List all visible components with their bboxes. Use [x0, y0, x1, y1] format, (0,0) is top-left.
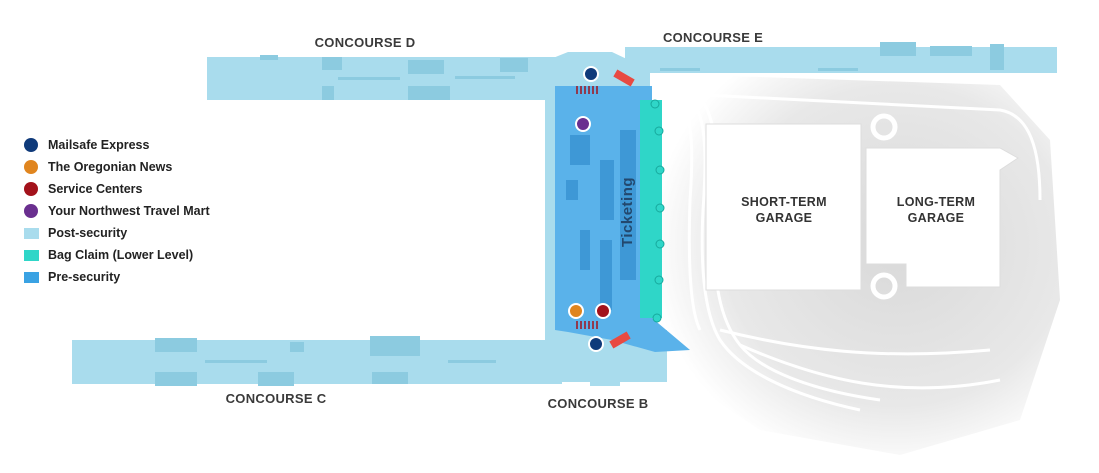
legend-swatch [24, 271, 39, 283]
service-center-marker[interactable] [595, 303, 611, 319]
legend-item[interactable]: Pre-security [24, 266, 210, 288]
concourse-c-label: CONCOURSE C [226, 391, 327, 406]
escalator-north [613, 69, 635, 87]
concourse-c-details [155, 336, 496, 386]
short-term-garage-label: SHORT-TERM [741, 195, 827, 209]
legend-label: Mailsafe Express [48, 138, 150, 152]
concourse-d-label: CONCOURSE D [315, 35, 416, 50]
concourse-e-label: CONCOURSE E [663, 30, 763, 45]
short-term-garage[interactable] [705, 123, 862, 291]
legend-label: The Oregonian News [48, 160, 173, 174]
concourse-d-details [260, 55, 528, 100]
legend-item[interactable]: Service Centers [24, 178, 210, 200]
long-term-garage-label: LONG-TERM [897, 195, 975, 209]
concourse-e-details [660, 42, 1004, 71]
legend-label: Your Northwest Travel Mart [48, 204, 210, 218]
concourse-b-label: CONCOURSE B [548, 396, 649, 411]
legend-item[interactable]: Your Northwest Travel Mart [24, 200, 210, 222]
terminal-post-security[interactable] [545, 52, 650, 330]
legend-item[interactable]: The Oregonian News [24, 156, 210, 178]
legend-label: Bag Claim (Lower Level) [48, 248, 194, 262]
legend-dot-icon [24, 138, 38, 152]
mailsafe-express-marker-north[interactable] [583, 66, 599, 82]
pre-security-details [566, 130, 636, 310]
travel-mart-marker[interactable] [575, 116, 591, 132]
escalator-south [609, 331, 631, 349]
bag-claim-area[interactable] [640, 100, 662, 318]
stairs-north [576, 86, 598, 94]
bag-carousels [650, 99, 665, 323]
long-term-garage[interactable] [865, 147, 1019, 288]
legend-swatch [24, 227, 39, 239]
mailsafe-express-marker-south[interactable] [588, 336, 604, 352]
legend-label: Post-security [48, 226, 128, 240]
legend-item[interactable]: Bag Claim (Lower Level) [24, 244, 210, 266]
ticketing-label: Ticketing [619, 177, 636, 247]
legend-dot-icon [24, 160, 38, 174]
legend-label: Pre-security [48, 270, 121, 284]
legend-dot-icon [24, 204, 38, 218]
oregonian-news-marker[interactable] [568, 303, 584, 319]
legend-swatch [24, 249, 39, 261]
legend-label: Service Centers [48, 182, 143, 196]
legend-item[interactable]: Post-security [24, 222, 210, 244]
stairs-south [576, 321, 598, 329]
short-term-garage-label-line2: GARAGE [756, 211, 813, 225]
long-term-garage-label-line2: GARAGE [908, 211, 965, 225]
legend-item[interactable]: Mailsafe Express [24, 134, 210, 156]
legend-dot-icon [24, 182, 38, 196]
roundabouts [870, 113, 898, 300]
